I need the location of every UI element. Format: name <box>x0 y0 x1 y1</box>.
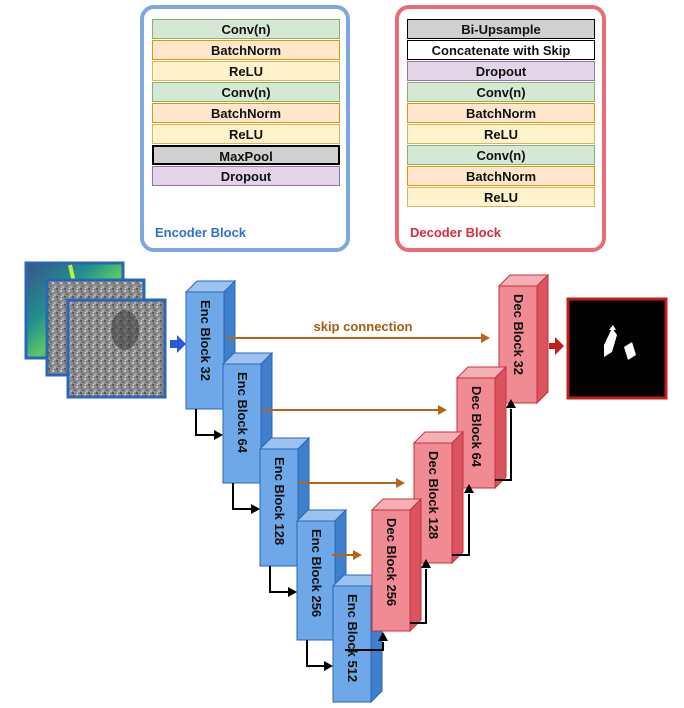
mask-segment-1 <box>604 328 617 357</box>
encoder-layer-relu: ReLU <box>152 124 340 144</box>
upsample-arrow-head <box>464 484 474 493</box>
encoder-block-1-label: Enc Block 32 <box>198 300 213 381</box>
encoder-layer-conv: Conv(n) <box>152 82 340 102</box>
encoder-block-2: Enc Block 64 <box>221 351 274 485</box>
encoder-layer-drop: Dropout <box>152 166 340 186</box>
gray-image-blob <box>111 310 139 350</box>
decoder-layer-up: Bi-Upsample <box>407 19 595 39</box>
encoder-block-3-label: Enc Block 128 <box>272 457 287 545</box>
mask-segment-2 <box>624 342 636 360</box>
downsample-arrow-head <box>288 587 297 597</box>
encoder-block-4-label: Enc Block 256 <box>309 529 324 617</box>
decoder-block-2-label: Dec Block 128 <box>426 451 441 539</box>
decoder-block-3-label: Dec Block 64 <box>469 386 484 468</box>
upsample-arrow <box>410 569 427 624</box>
skip-arrow-head <box>481 333 490 343</box>
decoder-block-1: Dec Block 256 <box>370 497 423 633</box>
decoder-block-3: Dec Block 64 <box>455 365 508 490</box>
encoder-block-4-front-face <box>296 520 336 641</box>
skip-arrow-head <box>396 478 405 488</box>
upsample-arrow <box>345 642 384 651</box>
upsample-arrow-head <box>506 399 516 408</box>
downsample-arrow <box>306 640 325 667</box>
upsample-arrow <box>452 494 470 556</box>
decoder-layer-conv: Conv(n) <box>407 82 595 102</box>
decoder-block-3-side-face <box>494 365 507 490</box>
encoder-block-2-front-face <box>222 363 262 484</box>
encoder-block-3-front-face <box>259 448 299 567</box>
encoder-blocks: Enc Block 32 Enc Block 64 Enc Block 128Enc… <box>184 279 384 704</box>
decoder-layer-relu: ReLU <box>407 124 595 144</box>
downsample-arrow <box>269 566 289 593</box>
decoder-block-2-side-face <box>451 430 464 565</box>
encoder-legend-title: Encoder Block <box>155 225 247 240</box>
encoder-block-1-front-face <box>185 291 225 410</box>
output-mask <box>566 297 668 400</box>
decoder-layer-conv: Conv(n) <box>407 145 595 165</box>
decoder-block-1-side-face <box>409 497 422 633</box>
skip-arrow-head <box>438 405 447 415</box>
upsample-arrow <box>495 409 512 481</box>
encoder-layer-bn: BatchNorm <box>152 103 340 123</box>
decoder-layer-concat: Concatenate with Skip <box>407 40 595 60</box>
downsample-arrow-head <box>214 430 223 440</box>
skip-connection-label: skip connection <box>314 319 413 334</box>
decoder-block-4-side-face <box>536 273 549 405</box>
encoder-layer-conv: Conv(n) <box>152 19 340 39</box>
upsample-arrow-head <box>378 632 388 641</box>
decoder-blocks: Dec Block 32 Dec Block 64 Dec Block 128Dec… <box>370 273 550 633</box>
mask-segment-3 <box>609 325 616 330</box>
decoder-block-1-label: Dec Block 256 <box>384 518 399 606</box>
downsample-arrow-head <box>251 504 260 514</box>
upsample-arrow-head <box>421 559 431 568</box>
decoder-block-4-label: Dec Block 32 <box>511 294 526 375</box>
decoder-layer-drop: Dropout <box>407 61 595 81</box>
input-arrow <box>170 335 186 353</box>
input-image-stack <box>24 261 167 399</box>
downsample-arrow <box>232 483 252 510</box>
encoder-block-2-label: Enc Block 64 <box>235 372 250 454</box>
downsample-arrow-head <box>324 661 333 671</box>
decoder-layer-bn: BatchNorm <box>407 166 595 186</box>
encoder-layer-pool: MaxPool <box>152 145 340 165</box>
encoder-layer-bn: BatchNorm <box>152 40 340 60</box>
encoder-block-5-front-face <box>332 585 372 703</box>
output-arrow <box>549 337 564 355</box>
skip-arrow-head <box>353 550 362 560</box>
decoder-block-1-front-face <box>371 509 411 632</box>
downsample-arrow <box>195 409 215 436</box>
decoder-legend-title: Decoder Block <box>410 225 502 240</box>
encoder-layer-relu: ReLU <box>152 61 340 81</box>
connections <box>195 333 516 671</box>
decoder-layer-relu: ReLU <box>407 187 595 207</box>
output-mask-frame <box>566 297 668 400</box>
decoder-layer-bn: BatchNorm <box>407 103 595 123</box>
encoder-block-5-label: Enc Block 512 <box>345 594 360 682</box>
